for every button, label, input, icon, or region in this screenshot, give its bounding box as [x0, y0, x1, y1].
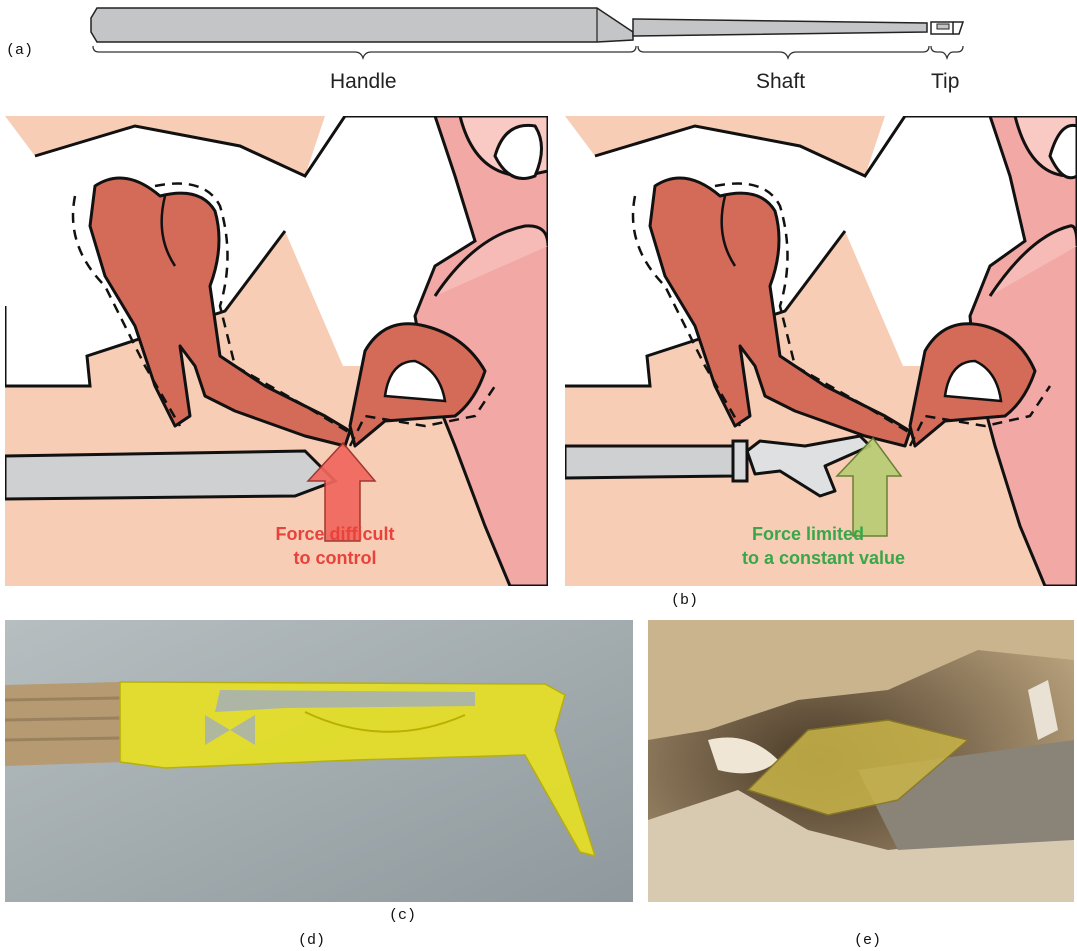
panel-label-d: (d): [298, 932, 325, 949]
compliant-tool-shaft: [565, 446, 733, 478]
tip-brace: [931, 46, 963, 58]
right-caption-line2: to a constant value: [742, 546, 1002, 570]
handle-shape: [91, 8, 633, 42]
shaft-brace: [638, 46, 929, 58]
wooden-handle: [5, 682, 123, 766]
panel-label-c: (c): [389, 907, 416, 924]
panel-label-e: (e): [854, 932, 881, 949]
panel-label-a: (a): [6, 42, 33, 59]
conventional-tool: [5, 451, 335, 499]
panel-label-b: (b): [671, 592, 698, 609]
photo-tip-in-ear: [648, 620, 1074, 902]
handle-label: Handle: [330, 70, 397, 94]
scene-force-limited-tool: [565, 116, 1077, 586]
instrument-drawing: [85, 2, 970, 97]
shaft-shape: [633, 19, 927, 36]
handle-brace: [93, 46, 636, 58]
left-caption: Force difficult to control: [205, 522, 465, 570]
photo-compliant-tip: [5, 620, 633, 902]
right-caption: Force limited to a constant value: [742, 522, 1002, 570]
scene-conventional-tool: [5, 116, 548, 586]
tip-label: Tip: [931, 70, 959, 94]
shaft-label: Shaft: [756, 70, 805, 94]
right-caption-line1: Force limited: [742, 522, 1002, 546]
left-caption-line1: Force difficult: [205, 522, 465, 546]
left-caption-line2: to control: [205, 546, 465, 570]
